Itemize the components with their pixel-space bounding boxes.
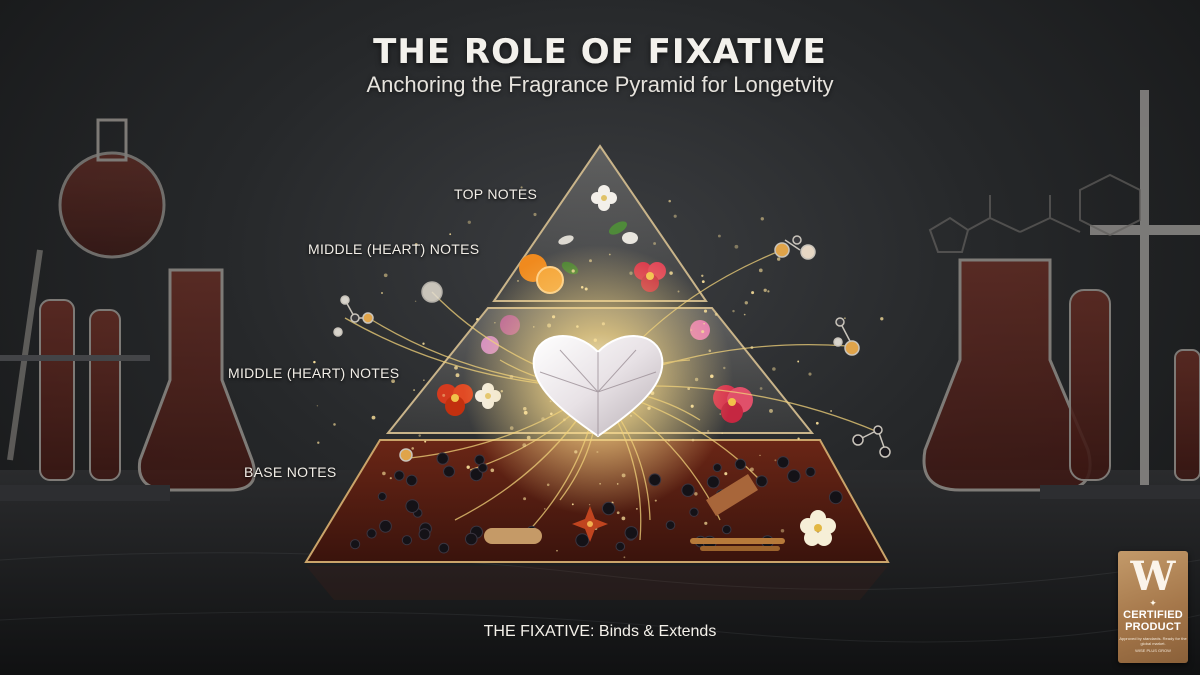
- heart-gem-icon: [532, 335, 664, 438]
- page-title: THE ROLE OF FIXATIVE: [373, 32, 827, 72]
- page-subtitle: Anchoring the Fragrance Pyramid for Long…: [366, 72, 834, 97]
- tier-label-middle-notes-upper: MIDDLE (HEART) NOTES: [308, 241, 480, 257]
- sparkle-icon: ✦: [1149, 599, 1157, 609]
- badge-brand: WISE PLUS GROW: [1135, 648, 1171, 653]
- floating-molecules: [333, 235, 891, 462]
- right-lab-glassware: [922, 90, 1200, 499]
- certified-product-badge: W ✦ CERTIFIED PRODUCT Approved by standa…: [1118, 551, 1188, 663]
- white-flower-icon: [591, 185, 617, 211]
- cinnamon-stick-icon: [690, 538, 785, 544]
- badge-certified-text: CERTIFIED: [1123, 609, 1183, 621]
- vanilla-flower-icon: [800, 510, 836, 546]
- badge-fine-print: Approved by standards. Ready for the glo…: [1119, 636, 1187, 646]
- tier-label-top-notes: TOP NOTES: [454, 186, 538, 202]
- sparkle-particles: [313, 186, 884, 559]
- left-lab-glassware: [0, 118, 256, 501]
- sandalwood-stick-icon: [484, 528, 542, 544]
- tier-label-middle-notes-lower: MIDDLE (HEART) NOTES: [228, 365, 400, 381]
- cinnamon-bark-icon: [706, 474, 758, 516]
- caption-rest: Binds & Extends: [594, 623, 717, 640]
- fixative-caption: THE FIXATIVE: Binds & Extends: [0, 623, 1200, 641]
- star-anise-icon: [572, 506, 608, 542]
- base-tier-ingredients: [350, 452, 843, 554]
- badge-logo: W: [1130, 553, 1176, 600]
- tier-label-base-notes: BASE NOTES: [244, 464, 337, 480]
- badge-product-text: PRODUCT: [1125, 621, 1181, 633]
- caption-lead: THE FIXATIVE:: [483, 623, 595, 640]
